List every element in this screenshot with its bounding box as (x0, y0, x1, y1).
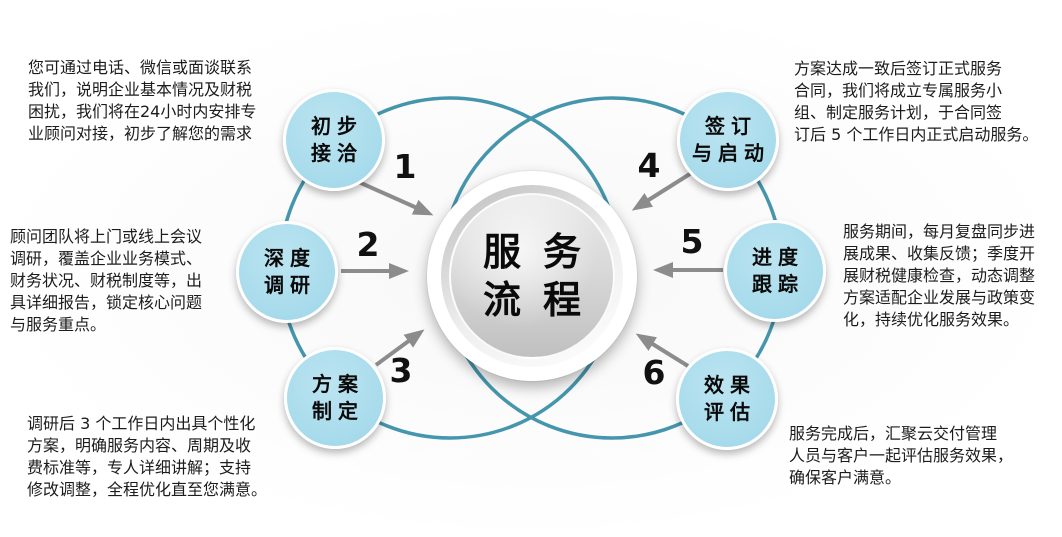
center-circle-ring: 服务 流程 (441, 185, 623, 367)
step-circle-result-evaluation: 效果 评估 (676, 348, 778, 450)
step-label: 与启动 (692, 141, 770, 165)
step-label: 调研 (264, 273, 316, 297)
step-circle-plan-creation: 方案 制定 (284, 347, 386, 449)
step-description-sign-and-launch: 方案达成一致后签订正式服务 合同，我们将成立专属服务小 组、制定服务计划，于合同… (794, 59, 1039, 144)
arrow-step-3 (374, 329, 425, 367)
step-circle-progress-tracking: 进度 跟踪 (724, 220, 826, 322)
step-number-1: 1 (393, 147, 417, 186)
arrow-step-1 (351, 177, 434, 216)
step-label: 跟踪 (752, 272, 804, 296)
step-circle-initial-contact: 初步 接洽 (283, 89, 385, 191)
step-label: 进度 (752, 245, 804, 269)
step-label: 初步 (311, 114, 363, 138)
step-number-4: 4 (637, 146, 661, 185)
step-number-6: 6 (642, 353, 666, 392)
step-label: 深度 (264, 246, 316, 270)
step-circle-deep-research: 深度 调研 (236, 221, 338, 323)
step-description-result-evaluation: 服务完成后，汇聚云交付管理 人员与客户一起评估服务效果， 确保客户满意。 (789, 424, 1014, 487)
step-number-5: 5 (680, 222, 704, 261)
step-description-initial-contact: 您可通过电话、微信或面谈联系 我们，说明企业基本情况及财税 困扰，我们将在24小… (28, 58, 257, 143)
step-description-progress-tracking: 服务期间，每月复盘同步进 展成果、收集反馈；季度开 展财税健康检查，动态调整 方… (843, 222, 1036, 329)
arrow-step-6 (635, 333, 690, 368)
center-circle-face: 服务 流程 (449, 193, 615, 359)
step-label: 方案 (312, 372, 364, 396)
step-label: 效果 (704, 373, 756, 397)
step-label: 评估 (704, 400, 756, 424)
center-title-line1: 服务 (482, 230, 603, 274)
step-label: 签订 (705, 114, 757, 138)
arrow-step-4 (631, 170, 695, 211)
step-circle-sign-and-launch: 签订 与启动 (677, 89, 779, 191)
step-number-2: 2 (356, 225, 380, 264)
step-label: 接洽 (311, 141, 363, 165)
step-description-deep-research: 顾问团队将上门或线上会议 调研，覆盖企业业务模式、 财务状况、财税制度等，出 具… (10, 227, 203, 334)
step-description-plan-creation: 调研后 3 个工作日内出具个性化 方案，明确服务内容、周期及收 费标准等，专人详… (27, 414, 268, 499)
step-number-3: 3 (389, 351, 413, 390)
center-title-line2: 流程 (482, 278, 603, 322)
step-arrows (341, 170, 723, 368)
step-label: 制定 (312, 399, 364, 423)
center-circle: 服务 流程 (427, 171, 637, 381)
